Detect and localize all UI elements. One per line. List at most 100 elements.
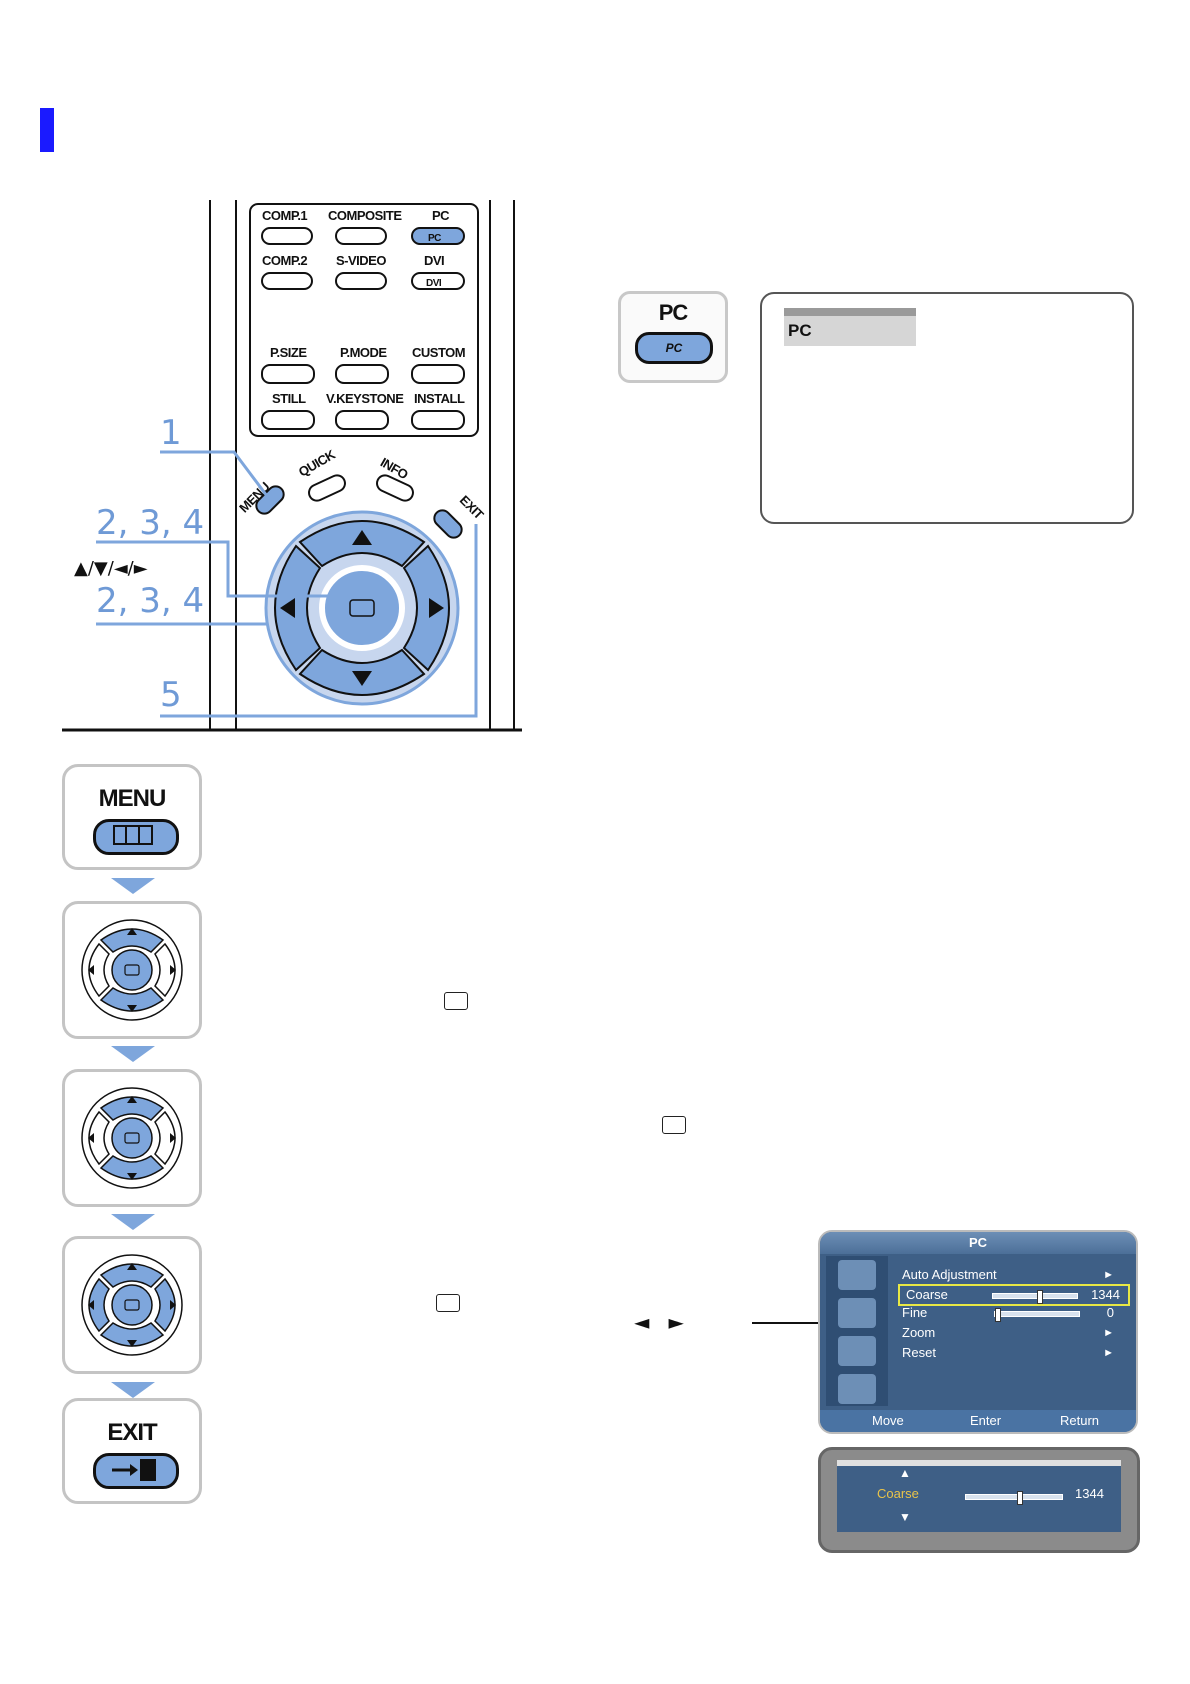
step-5-label: 5 xyxy=(160,675,182,715)
picture-icon xyxy=(838,1260,876,1290)
remote-exit-button[interactable] xyxy=(431,507,465,541)
osd-item-coarse[interactable]: Coarse 1344 xyxy=(898,1284,1130,1306)
exit-label: EXIT xyxy=(457,492,487,522)
dvi-button[interactable] xyxy=(411,272,465,290)
flow-arrow-3 xyxy=(111,1214,155,1230)
pmode-label: P.MODE xyxy=(340,345,387,360)
input-icon xyxy=(838,1374,876,1404)
quick-button[interactable] xyxy=(306,473,347,504)
comp1-label: COMP.1 xyxy=(262,208,307,223)
fine-slider[interactable] xyxy=(994,1308,1080,1322)
osd-title: PC xyxy=(820,1232,1136,1254)
dpad-enter-button[interactable] xyxy=(319,565,405,651)
osd-side-icons xyxy=(826,1256,888,1406)
composite-button[interactable] xyxy=(335,227,387,245)
right-arrow-icon xyxy=(429,598,444,618)
svideo-label: S-VIDEO xyxy=(336,253,386,268)
adjust-panel: ▲ Coarse 1344 ▼ xyxy=(837,1466,1121,1532)
adjust-top-bar xyxy=(837,1460,1121,1468)
custom-button[interactable] xyxy=(411,364,465,384)
dvi-button-icon: DVI xyxy=(426,278,442,289)
osd-item-zoom[interactable]: Zoom► xyxy=(902,1325,1114,1340)
osd-footer: Move Enter Return xyxy=(820,1410,1136,1432)
step-exit-button[interactable]: EXIT xyxy=(62,1398,202,1504)
still-button[interactable] xyxy=(261,410,315,430)
comp2-label: COMP.2 xyxy=(262,253,307,268)
enter-icon xyxy=(662,1116,686,1134)
install-label: INSTALL xyxy=(414,391,465,406)
osd-popup-bar xyxy=(784,308,916,316)
osd-popup-label: PC xyxy=(784,316,916,346)
vkeystone-button[interactable] xyxy=(335,410,389,430)
comp1-button[interactable] xyxy=(261,227,313,245)
coarse-slider-knob xyxy=(1037,1290,1043,1304)
custom-label: CUSTOM xyxy=(412,345,465,360)
up-arrow-icon xyxy=(352,530,372,545)
leader-line-2 xyxy=(96,540,340,598)
footer-enter: Enter xyxy=(970,1413,1002,1428)
info-button[interactable] xyxy=(374,473,415,504)
adjust-slider[interactable] xyxy=(965,1491,1063,1505)
pc-button[interactable] xyxy=(411,227,465,245)
svideo-button[interactable] xyxy=(335,272,387,290)
remote-control-diagram: COMP.1 COMPOSITE PC PC COMP.2 S-VIDEO DV… xyxy=(62,200,522,732)
osd-pc-menu: PC Auto Adjustment► Coarse 1344 Fine 0 Z… xyxy=(818,1230,1138,1434)
step-234-top-label: 2, 3, 4 xyxy=(96,503,204,543)
exit-step-label: EXIT xyxy=(107,1419,157,1446)
left-arrow-icon xyxy=(280,598,295,618)
leader-line-5 xyxy=(160,524,478,718)
psize-button[interactable] xyxy=(261,364,315,384)
quick-label: QUICK xyxy=(296,446,339,479)
arrows-label: ▲/▼/◄/► xyxy=(74,558,148,579)
adjust-value: 1344 xyxy=(1075,1486,1104,1501)
dpad-right-button[interactable] xyxy=(402,544,450,672)
step-dpad-button-2[interactable] xyxy=(62,1069,202,1207)
osd-item-auto-adjustment[interactable]: Auto Adjustment► xyxy=(902,1267,1114,1282)
pc-button-icon: PC xyxy=(428,233,441,244)
vkeystone-label: V.KEYSTONE xyxy=(326,391,404,406)
dvi-label: DVI xyxy=(424,253,444,268)
pc-label: PC xyxy=(432,208,450,223)
pmode-button[interactable] xyxy=(335,364,389,384)
pc-button-pill: PC xyxy=(635,332,713,364)
left-right-arrows: ◄ ► xyxy=(634,1310,684,1334)
enter-icon xyxy=(349,599,375,617)
still-label: STILL xyxy=(272,391,306,406)
dpad-icon xyxy=(81,919,183,1021)
footer-move: Move xyxy=(872,1413,904,1428)
sound-icon xyxy=(838,1298,876,1328)
step-dpad-button-3[interactable] xyxy=(62,1236,202,1374)
pc-button-icon-text: PC xyxy=(665,341,683,355)
footer-return: Return xyxy=(1060,1413,1100,1428)
flow-arrow-2 xyxy=(111,1046,155,1062)
enter-icon xyxy=(444,992,468,1010)
coarse-slider[interactable] xyxy=(992,1290,1078,1304)
osd-item-reset[interactable]: Reset► xyxy=(902,1345,1114,1360)
osd-coarse-adjust: ▲ Coarse 1344 ▼ xyxy=(818,1447,1140,1553)
callout-line xyxy=(752,1322,818,1324)
dpad-icon xyxy=(81,1254,183,1356)
leader-line-1 xyxy=(160,450,272,501)
step-234-bottom-label: 2, 3, 4 xyxy=(96,581,204,621)
menu-icon xyxy=(93,819,179,855)
section-marker xyxy=(40,108,54,152)
step-menu-button[interactable]: MENU xyxy=(62,764,202,870)
step-dpad-button-1[interactable] xyxy=(62,901,202,1039)
adjust-slider-knob xyxy=(1017,1491,1023,1505)
adjust-label: Coarse xyxy=(877,1486,919,1501)
enter-icon xyxy=(436,1294,460,1312)
psize-label: P.SIZE xyxy=(270,345,307,360)
fine-slider-knob xyxy=(995,1308,1001,1322)
adjust-down-icon: ▼ xyxy=(899,1510,911,1524)
down-arrow-icon xyxy=(352,671,372,686)
adjust-up-icon: ▲ xyxy=(899,1466,911,1480)
flow-arrow-1 xyxy=(111,878,155,894)
pc-button-label: PC xyxy=(658,300,689,325)
comp2-button[interactable] xyxy=(261,272,313,290)
dpad-left-button[interactable] xyxy=(274,544,322,672)
pc-source-button[interactable]: PC PC xyxy=(618,291,728,383)
menu-step-label: MENU xyxy=(98,785,167,812)
install-button[interactable] xyxy=(411,410,465,430)
osd-item-fine[interactable]: Fine 0 xyxy=(902,1305,1114,1322)
composite-label: COMPOSITE xyxy=(328,208,402,223)
